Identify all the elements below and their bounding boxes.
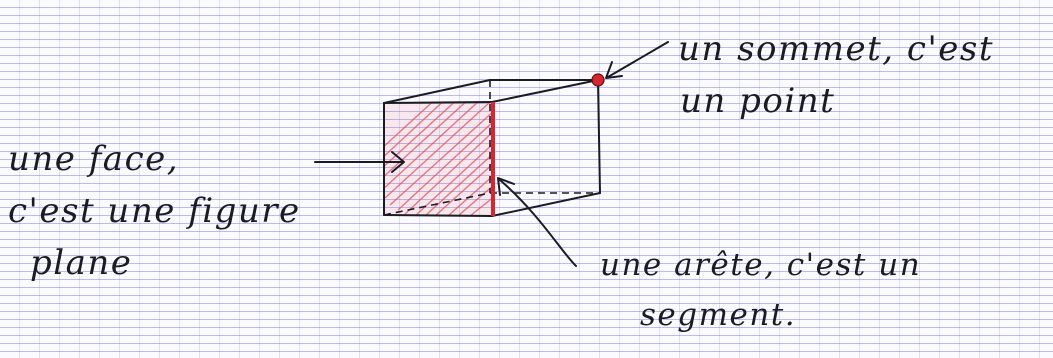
arrow-to-face-head — [391, 151, 405, 173]
edge-label-line1: une arête, c'est un — [600, 247, 922, 283]
arrow-to-vertex-head — [605, 61, 623, 79]
arrow-to-edge-head — [497, 177, 515, 196]
arrow-to-vertex — [607, 41, 669, 78]
vertex-label-line1: un sommet, c'est — [678, 29, 995, 69]
arrow-to-edge — [499, 179, 577, 267]
hidden-edges — [383, 80, 600, 216]
face-label-line3: plane — [30, 243, 133, 283]
face-label-line1: une face, — [8, 139, 180, 179]
vertex-label-line2: un point — [680, 81, 836, 121]
highlighted-vertex — [591, 73, 605, 87]
face-label-line2: c'est une figure — [8, 191, 301, 231]
edge-label-line2: segment. — [640, 297, 797, 333]
cuboid-edges — [383, 79, 601, 217]
shaded-face — [384, 103, 492, 215]
